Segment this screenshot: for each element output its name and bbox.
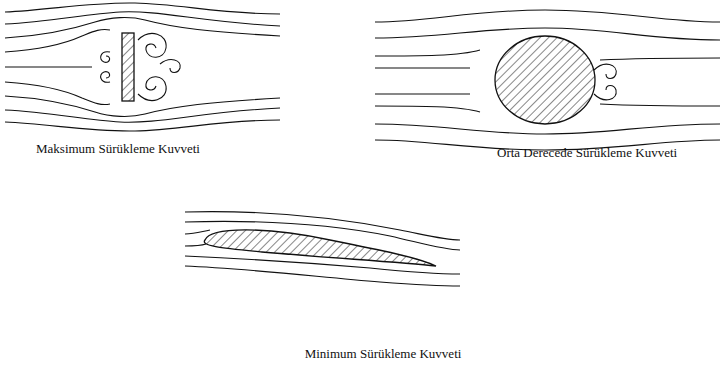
vortex bbox=[594, 86, 616, 100]
cylinder-streamlines bbox=[375, 10, 720, 150]
vortex bbox=[101, 52, 110, 63]
flat-plate bbox=[122, 33, 134, 101]
airfoil bbox=[204, 230, 436, 266]
vortex bbox=[138, 77, 166, 101]
airfoil-streamlines bbox=[185, 212, 460, 286]
plate-streamlines bbox=[5, 3, 280, 131]
vortex bbox=[101, 72, 110, 83]
caption: Orta Derecede Sürükleme Kuvveti bbox=[497, 145, 677, 161]
vortex bbox=[160, 60, 180, 73]
cylinder bbox=[495, 36, 595, 124]
caption: Minimum Sürükleme Kuvveti bbox=[305, 346, 462, 362]
vortex bbox=[138, 34, 166, 58]
caption: Maksimum Sürükleme Kuvveti bbox=[36, 141, 200, 157]
vortex bbox=[594, 64, 616, 78]
